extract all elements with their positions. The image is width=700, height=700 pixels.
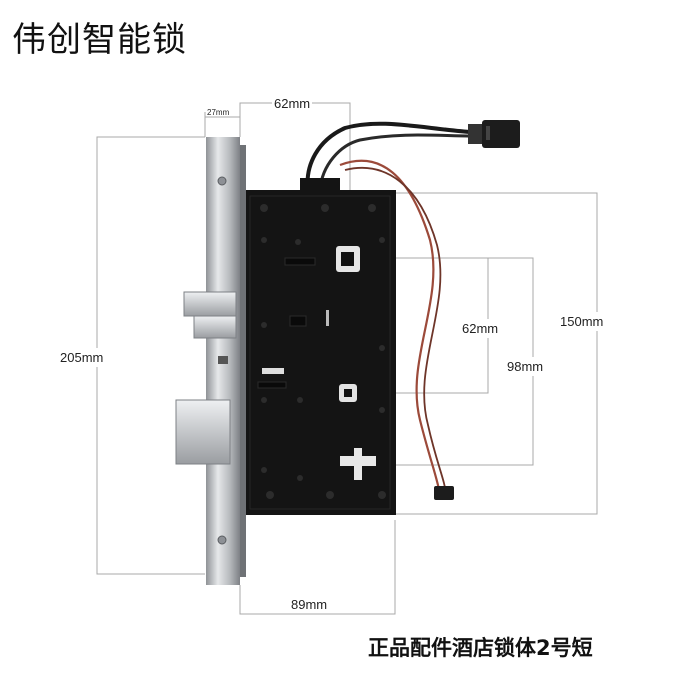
wire-harness	[305, 121, 471, 496]
lock-case-body	[244, 178, 396, 515]
dim-spindle-cylinder-outer: 98mm	[507, 357, 544, 376]
connector-plug-bottom	[434, 486, 454, 500]
dim-case-height: 150mm	[560, 312, 604, 331]
connector-plug-top	[468, 120, 520, 148]
product-caption: 正品配件酒店锁体2号短	[368, 636, 593, 660]
deadbolt	[175, 399, 231, 465]
dim-spindle-cylinder-inner: 62mm	[462, 319, 499, 338]
faceplate	[206, 137, 246, 585]
dim-total-height: 205mm	[60, 348, 104, 367]
product-title: 伟创智能锁	[12, 20, 187, 60]
dim-backset: 62mm	[272, 96, 313, 111]
dim-faceplate-width: 27mm	[207, 108, 230, 117]
latch-bolt	[183, 291, 237, 339]
dim-case-width: 89mm	[291, 597, 328, 612]
